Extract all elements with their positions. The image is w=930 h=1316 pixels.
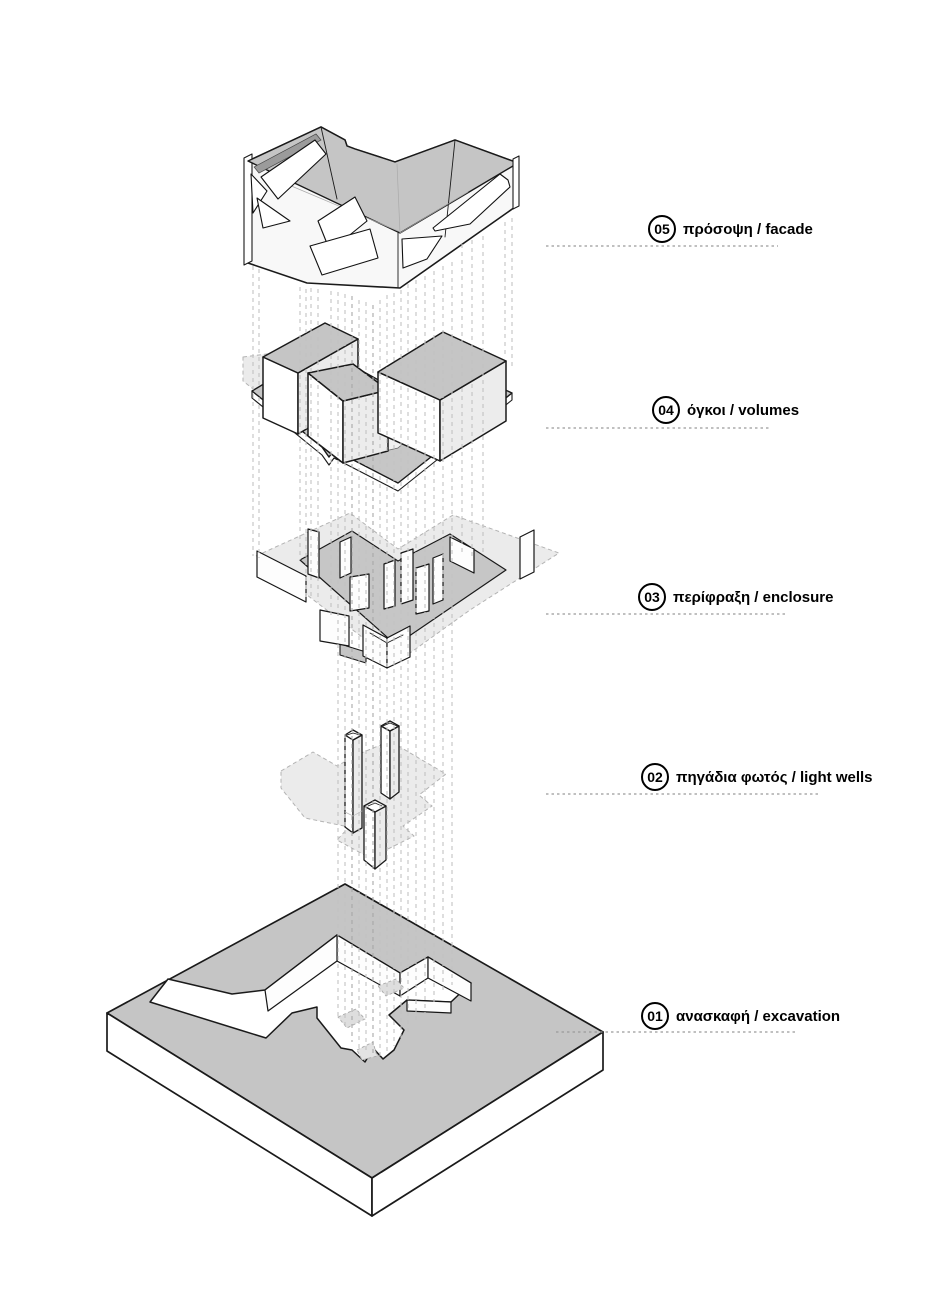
excavation-drawing	[107, 884, 603, 1216]
label-light-wells: 02 πηγάδια φωτός / light wells	[641, 763, 873, 791]
label-excavation: 01 ανασκαφή / excavation	[641, 1002, 840, 1030]
label-volumes-number-badge: 04	[652, 396, 680, 424]
label-enclosure: 03 περίφραξη / enclosure	[638, 583, 834, 611]
label-excavation-number-badge: 01	[641, 1002, 669, 1030]
label-enclosure-text: περίφραξη / enclosure	[673, 588, 834, 606]
label-enclosure-number-badge: 03	[638, 583, 666, 611]
leader-lines	[546, 246, 818, 1032]
label-light-wells-text: πηγάδια φωτός / light wells	[676, 768, 873, 786]
label-volumes-text: όγκοι / volumes	[687, 401, 800, 419]
label-facade-text: πρόσοψη / facade	[683, 220, 813, 238]
label-facade-number-badge: 05	[648, 215, 676, 243]
projection-lines	[253, 218, 512, 1058]
label-light-wells-number-badge: 02	[641, 763, 669, 791]
light-wells-drawing	[281, 721, 446, 869]
label-volumes: 04 όγκοι / volumes	[652, 396, 799, 424]
label-facade: 05 πρόσοψη / facade	[648, 215, 813, 243]
facade-drawing	[244, 127, 519, 288]
label-excavation-text: ανασκαφή / excavation	[676, 1007, 841, 1025]
